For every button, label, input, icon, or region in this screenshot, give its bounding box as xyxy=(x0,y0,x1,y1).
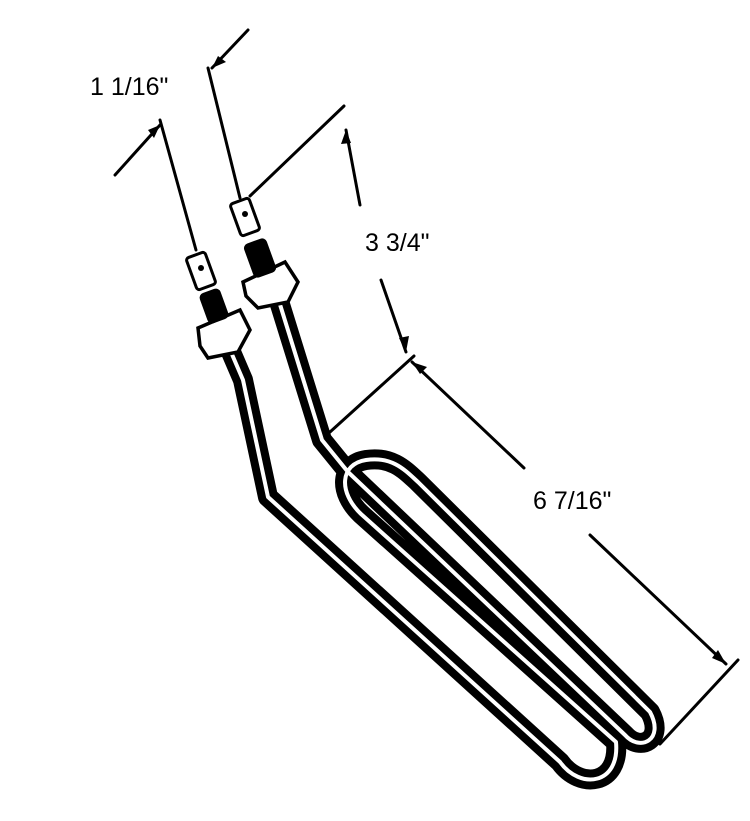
extension-line-right xyxy=(206,66,242,200)
left-thread xyxy=(199,288,229,324)
dimension-label-upper-leg: 3 3/4" xyxy=(365,229,430,257)
dimension-label-element-length: 6 7/16" xyxy=(533,487,612,515)
arrowhead-upper xyxy=(412,362,427,374)
arrowhead-top xyxy=(341,130,351,144)
heating-element-tube xyxy=(218,288,665,790)
right-hex-nut xyxy=(240,259,301,310)
dimension-arrow-upper xyxy=(410,360,526,470)
extension-line-bottom xyxy=(328,354,416,434)
left-terminal xyxy=(185,250,252,360)
extension-line-top xyxy=(248,104,346,198)
dimension-upper-leg xyxy=(248,104,416,434)
arrowhead-lower xyxy=(712,650,726,664)
dimension-arrow-lower xyxy=(588,533,728,666)
right-thread xyxy=(243,238,277,278)
extension-line-end xyxy=(658,658,740,746)
arrowhead-left xyxy=(148,125,160,138)
right-terminal xyxy=(229,196,301,310)
dimension-element-length xyxy=(410,360,740,746)
dimension-terminal-spacing xyxy=(113,28,250,252)
left-hex-nut xyxy=(196,307,252,360)
arrowhead-bottom xyxy=(399,336,409,352)
extension-line-left xyxy=(158,118,198,252)
dimension-label-terminal-spacing: 1 1/16" xyxy=(90,73,169,101)
arrowhead-right xyxy=(212,56,226,68)
